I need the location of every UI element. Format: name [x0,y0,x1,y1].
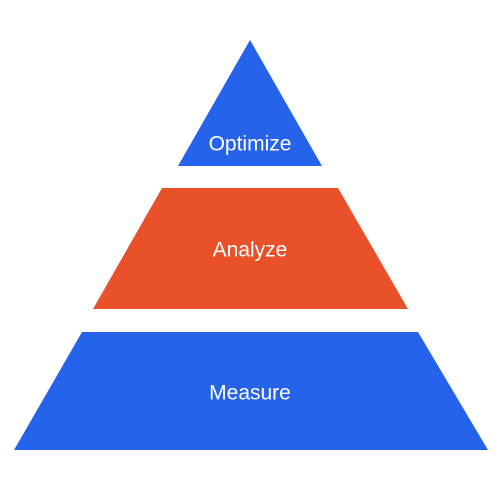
tier-middle: Analyze [93,188,408,309]
tier-bottom-label: Measure [209,382,291,405]
tier-top-label: Optimize [209,133,292,156]
tier-top: Optimize [178,40,322,166]
tier-bottom: Measure [14,332,488,450]
tier-top-shape [178,40,322,166]
tier-middle-shape [93,188,408,309]
tier-bottom-shape [14,332,488,450]
tier-middle-label: Analyze [213,239,288,262]
